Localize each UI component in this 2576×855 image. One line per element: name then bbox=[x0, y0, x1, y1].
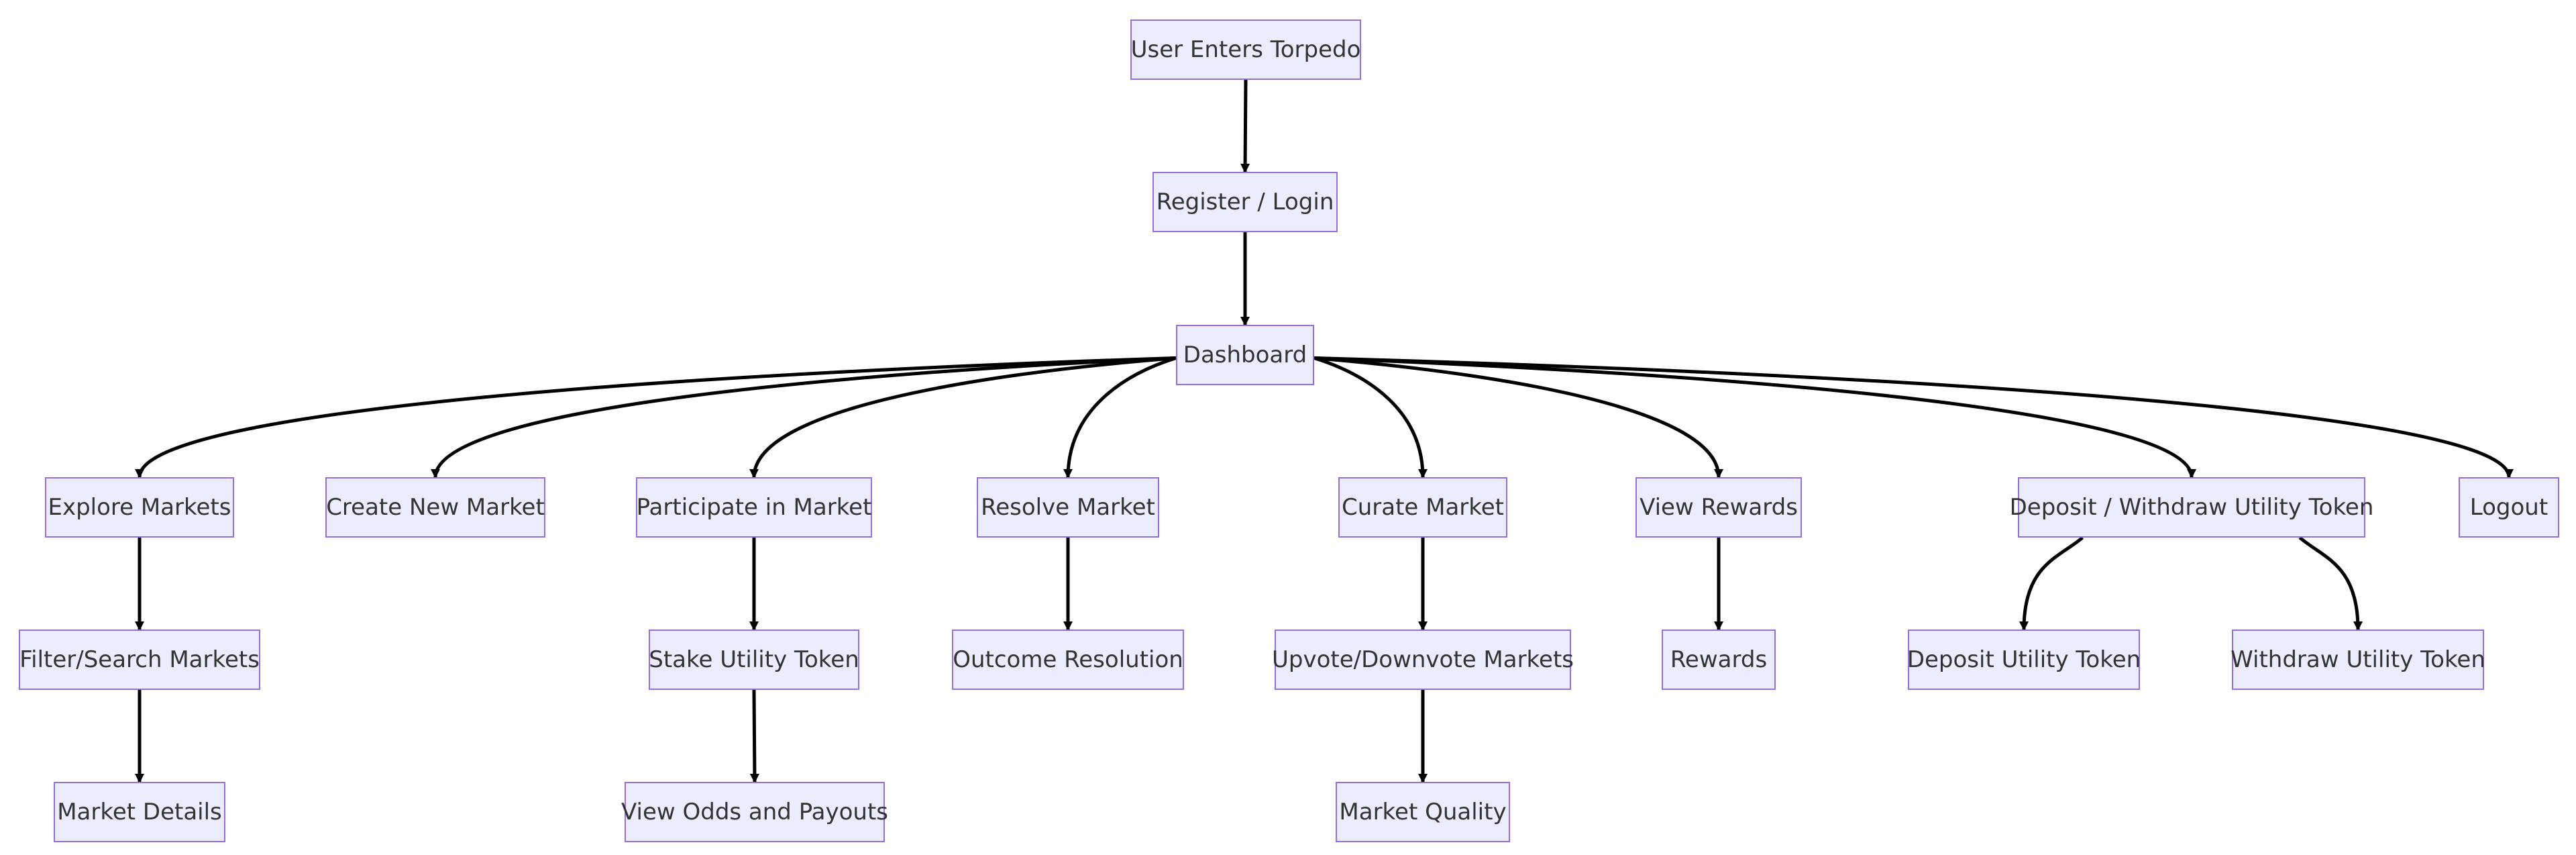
node-resolve-market[interactable]: Resolve Market bbox=[977, 477, 1159, 538]
node-rewards[interactable]: Rewards bbox=[1662, 630, 1776, 690]
node-label: Filter/Search Markets bbox=[19, 646, 260, 673]
node-label: Upvote/Downvote Markets bbox=[1272, 646, 1574, 673]
node-label: User Enters Torpedo bbox=[1130, 36, 1361, 63]
node-deposit-utility-token[interactable]: Deposit Utility Token bbox=[1907, 630, 2141, 690]
node-label: View Rewards bbox=[1640, 494, 1798, 521]
node-label: Participate in Market bbox=[636, 494, 872, 521]
node-market-quality[interactable]: Market Quality bbox=[1336, 782, 1510, 842]
edge-dashboard-to-explore bbox=[135, 356, 1177, 479]
node-label: Create New Market bbox=[326, 494, 545, 521]
edge-dashboard-to-create bbox=[431, 356, 1177, 479]
node-withdraw-utility-token[interactable]: Withdraw Utility Token bbox=[2231, 630, 2485, 690]
node-market-details[interactable]: Market Details bbox=[54, 782, 225, 842]
node-filter-search-markets[interactable]: Filter/Search Markets bbox=[19, 630, 260, 690]
node-logout[interactable]: Logout bbox=[2459, 477, 2559, 538]
edge-start-to-login bbox=[1240, 79, 1250, 173]
edge-stake-to-odds bbox=[749, 689, 759, 783]
node-label: Stake Utility Token bbox=[649, 646, 859, 673]
node-deposit-withdraw-utility-token[interactable]: Deposit / Withdraw Utility Token bbox=[2010, 477, 2373, 538]
edge-dashboard-to-participate bbox=[749, 356, 1177, 479]
node-label: View Odds and Payouts bbox=[621, 799, 889, 825]
edge-dashboard-to-resolve bbox=[1063, 356, 1177, 479]
edge-dashboard-to-logout bbox=[1313, 356, 2514, 479]
node-label: Deposit Utility Token bbox=[1907, 646, 2141, 673]
node-view-rewards[interactable]: View Rewards bbox=[1635, 477, 1802, 538]
node-outcome-resolution[interactable]: Outcome Resolution bbox=[952, 630, 1184, 690]
node-explore-markets[interactable]: Explore Markets bbox=[45, 477, 234, 538]
node-dashboard[interactable]: Dashboard bbox=[1176, 325, 1314, 385]
node-label: Deposit / Withdraw Utility Token bbox=[2009, 494, 2374, 521]
node-label: Market Quality bbox=[1339, 799, 1507, 825]
node-create-new-market[interactable]: Create New Market bbox=[325, 477, 545, 538]
node-view-odds-and-payouts[interactable]: View Odds and Payouts bbox=[621, 782, 888, 842]
node-upvote-downvote-markets[interactable]: Upvote/Downvote Markets bbox=[1272, 630, 1574, 690]
node-label: Logout bbox=[2469, 494, 2548, 521]
edge-dashboard-to-deposit_withdraw bbox=[1313, 356, 2196, 479]
node-user-enters-torpedo[interactable]: User Enters Torpedo bbox=[1130, 19, 1361, 80]
node-label: Resolve Market bbox=[981, 494, 1155, 521]
edge-dashboard-to-rewards_view bbox=[1313, 356, 1723, 479]
node-label: Rewards bbox=[1670, 646, 1768, 673]
node-curate-market[interactable]: Curate Market bbox=[1338, 477, 1507, 538]
node-label: Explore Markets bbox=[48, 494, 231, 521]
node-participate-in-market[interactable]: Participate in Market bbox=[636, 477, 872, 538]
node-register-login[interactable]: Register / Login bbox=[1152, 172, 1338, 232]
node-label: Curate Market bbox=[1341, 494, 1505, 521]
node-label: Dashboard bbox=[1183, 342, 1307, 368]
edge-dashboard-to-curate bbox=[1313, 356, 1428, 479]
node-label: Outcome Resolution bbox=[953, 646, 1183, 673]
node-stake-utility-token[interactable]: Stake Utility Token bbox=[649, 630, 859, 690]
edge-deposit_withdraw-to-withdraw bbox=[2298, 536, 2363, 631]
node-label: Register / Login bbox=[1156, 189, 1334, 215]
node-label: Market Details bbox=[57, 799, 222, 825]
edge-deposit_withdraw-to-deposit bbox=[2019, 536, 2084, 631]
node-label: Withdraw Utility Token bbox=[2231, 646, 2485, 673]
